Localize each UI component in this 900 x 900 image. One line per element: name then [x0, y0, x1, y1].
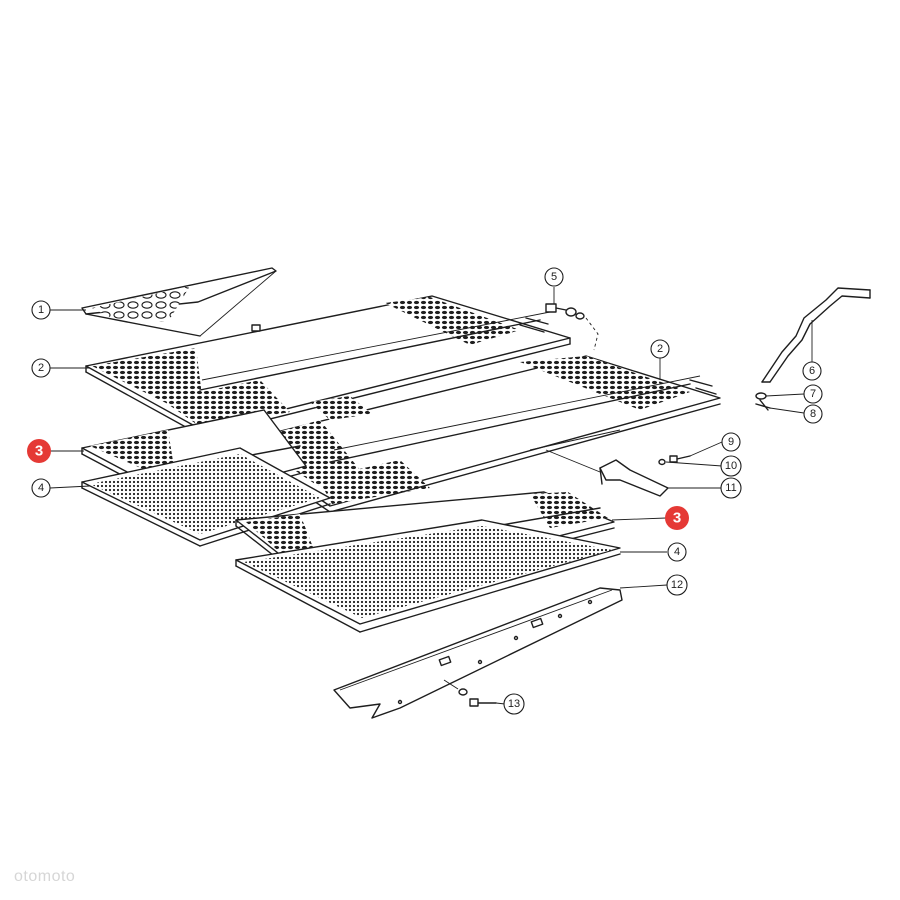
part-12-rail	[333, 587, 623, 719]
callout-12: 12	[666, 574, 688, 596]
svg-text:1: 1	[38, 304, 44, 316]
leader-lines	[49, 287, 813, 705]
part-4-plate-right	[235, 519, 621, 633]
callout-11: 11	[720, 477, 742, 499]
callout-9: 9	[721, 432, 741, 452]
svg-text:9: 9	[728, 436, 734, 448]
svg-text:6: 6	[809, 365, 815, 377]
callout-4-right: 4	[667, 542, 687, 562]
part-9-screw	[669, 455, 691, 463]
svg-text:11: 11	[725, 482, 736, 494]
svg-text:10: 10	[725, 460, 737, 472]
part-5-bolt	[545, 303, 599, 351]
callout-10: 10	[720, 455, 742, 477]
part-7-washer	[755, 392, 767, 400]
callout-1: 1	[31, 300, 51, 320]
callout-8: 8	[803, 404, 823, 424]
highlight-badge-3-left: 3	[27, 439, 51, 463]
svg-text:3: 3	[35, 443, 43, 460]
svg-text:4: 4	[38, 482, 44, 494]
callout-7: 7	[803, 384, 823, 404]
svg-text:2: 2	[38, 362, 44, 374]
svg-text:12: 12	[671, 579, 683, 591]
svg-text:5: 5	[551, 271, 557, 283]
part-2-sieve-left	[85, 295, 571, 437]
svg-text:13: 13	[508, 698, 520, 710]
part-6-rod	[761, 287, 871, 383]
part-11-bracket	[545, 449, 669, 497]
callout-4-left: 4	[31, 478, 51, 498]
part-8-clip	[755, 399, 771, 411]
callout-5: 5	[544, 267, 564, 287]
svg-text:7: 7	[810, 388, 816, 400]
part-13-bolt	[443, 679, 497, 707]
part-1-sieve	[81, 267, 277, 337]
callout-13: 13	[503, 693, 525, 715]
svg-text:4: 4	[674, 546, 680, 558]
highlight-badge-3-right: 3	[665, 506, 689, 530]
svg-text:8: 8	[810, 408, 816, 420]
callout-6: 6	[802, 361, 822, 381]
watermark-logo: otomoto	[14, 868, 76, 885]
callout-2-right: 2	[650, 339, 670, 359]
svg-text:2: 2	[657, 343, 663, 355]
part-10-washer	[658, 458, 666, 466]
callout-2-left: 2	[31, 358, 51, 378]
svg-text:3: 3	[673, 510, 681, 527]
